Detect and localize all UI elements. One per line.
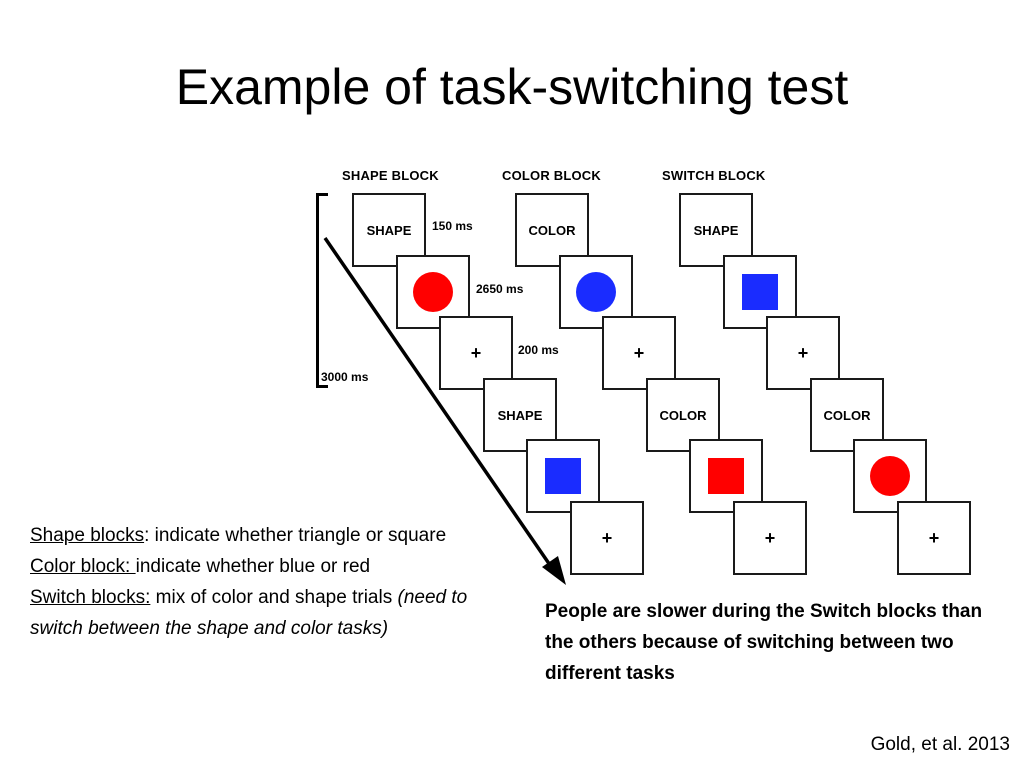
stimulus-card-switch-1: SHAPE bbox=[679, 193, 753, 267]
citation: Gold, et al. 2013 bbox=[870, 734, 1010, 755]
block-label-switch: SWITCH BLOCK bbox=[662, 168, 766, 183]
stimulus-card-shape-3: + bbox=[439, 316, 513, 390]
timing-fixation: 200 ms bbox=[518, 343, 559, 357]
square-stimulus-icon bbox=[708, 458, 744, 494]
timing-cue: 150 ms bbox=[432, 219, 473, 233]
note-color-label: Color block: bbox=[30, 556, 136, 577]
timing-stimulus: 2650 ms bbox=[476, 282, 524, 296]
stimulus-card-shape-1: SHAPE bbox=[352, 193, 426, 267]
stimulus-card-color-3: + bbox=[602, 316, 676, 390]
conclusion-text: People are slower during the Switch bloc… bbox=[545, 601, 983, 684]
stimulus-card-color-6: + bbox=[733, 501, 807, 575]
note-shape-text: : indicate whether triangle or square bbox=[144, 525, 447, 546]
stimulus-card-color-5 bbox=[689, 439, 763, 513]
square-stimulus-icon bbox=[545, 458, 581, 494]
note-color-text: indicate whether blue or red bbox=[135, 556, 371, 577]
block-label-shape: SHAPE BLOCK bbox=[342, 168, 439, 183]
stimulus-card-switch-6: + bbox=[897, 501, 971, 575]
arrow-head bbox=[542, 556, 566, 585]
note-shape: Shape blocks: indicate whether triangle … bbox=[30, 520, 480, 551]
block-descriptions: Shape blocks: indicate whether triangle … bbox=[30, 520, 480, 644]
note-color: Color block: indicate whether blue or re… bbox=[30, 551, 480, 582]
stimulus-card-switch-3: + bbox=[766, 316, 840, 390]
stimulus-card-shape-5 bbox=[526, 439, 600, 513]
circle-stimulus-icon bbox=[413, 272, 453, 312]
note-switch: Switch blocks: mix of color and shape tr… bbox=[30, 582, 480, 644]
note-switch-italic: (need to switch between the shape and co… bbox=[30, 587, 468, 639]
block-label-color: COLOR BLOCK bbox=[502, 168, 601, 183]
total-duration-bracket bbox=[316, 193, 328, 388]
square-stimulus-icon bbox=[742, 274, 778, 310]
stimulus-card-shape-6: + bbox=[570, 501, 644, 575]
circle-stimulus-icon bbox=[576, 272, 616, 312]
stimulus-card-switch-5 bbox=[853, 439, 927, 513]
stimulus-card-color-1: COLOR bbox=[515, 193, 589, 267]
note-switch-label: Switch blocks: bbox=[30, 587, 151, 608]
circle-stimulus-icon bbox=[870, 456, 910, 496]
note-shape-label: Shape blocks bbox=[30, 525, 145, 546]
note-switch-text: mix of color and shape trials bbox=[150, 587, 398, 608]
slide-title: Example of task-switching test bbox=[175, 59, 849, 115]
timing-total: 3000 ms bbox=[321, 370, 369, 384]
